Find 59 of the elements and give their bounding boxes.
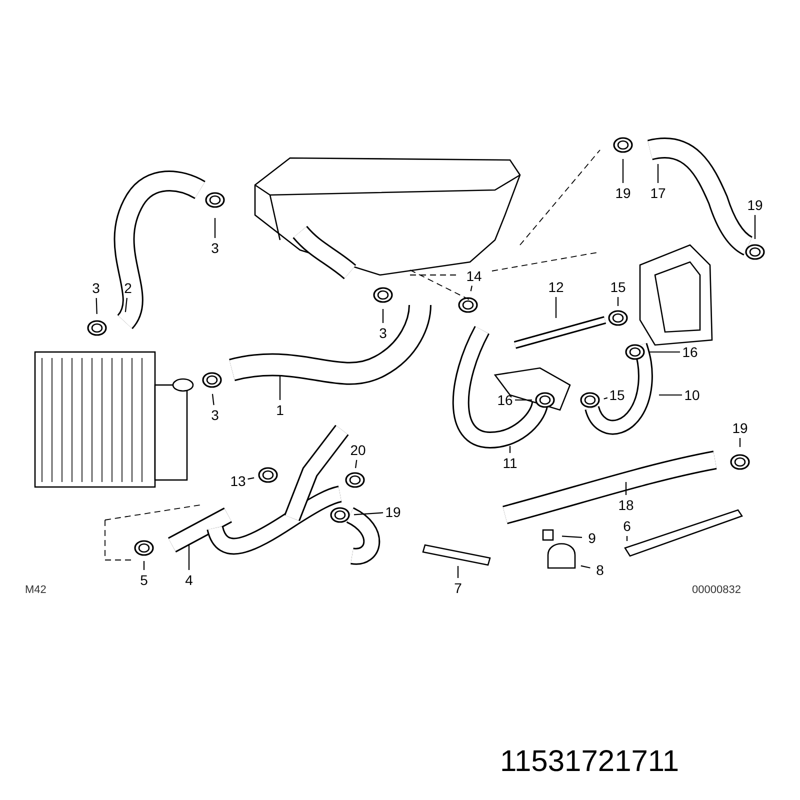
callout-number: 19 [731,420,749,436]
leader-line [457,566,459,578]
callout-number: 19 [384,504,402,520]
callout-number: 15 [609,279,627,295]
callout-number: 16 [681,344,699,360]
leader-line [659,394,682,396]
callout-number: 17 [649,185,667,201]
leader-line [515,399,532,401]
leader-line [604,397,608,400]
leader-line [649,351,680,353]
leader-line [214,218,216,238]
leader-line [96,298,98,314]
leader-line [622,159,624,183]
callout-number: 8 [595,562,605,578]
leader-line [248,477,254,480]
callout-number: 9 [587,530,597,546]
callout-number: 6 [622,518,632,534]
callout-number: 12 [547,279,565,295]
callout-number: 3 [91,280,101,296]
leader-line [382,309,384,323]
leader-line [580,565,590,568]
leader-line [555,297,557,318]
drawing-number: 00000832 [692,584,741,596]
callout-number: 18 [617,497,635,513]
callout-number: 15 [608,387,626,403]
drawing-code: M42 [25,584,46,596]
callout-number: 19 [746,197,764,213]
callout-number: 19 [614,185,632,201]
callout-number: 13 [229,473,247,489]
callout-number: 2 [123,280,133,296]
callout-number: 5 [139,572,149,588]
leader-line [188,544,190,570]
callout-number: 20 [349,442,367,458]
callout-number: 1 [275,402,285,418]
part-number: 11531721711 [500,745,680,779]
leader-line [279,376,281,400]
leader-line [509,446,511,453]
leader-line [124,298,128,312]
leader-line [355,460,358,468]
leader-line [657,164,659,183]
callout-number: 10 [683,387,701,403]
leader-line [562,536,582,538]
leader-line [739,438,741,447]
leader-line [212,394,214,406]
callout-number: 3 [378,325,388,341]
leader-line [354,512,384,516]
callout-number: 3 [210,240,220,256]
leader-line [143,561,145,570]
callout-number: 11 [502,455,518,471]
leader-line [754,215,756,239]
leader-line [626,536,628,541]
callout-number: 4 [184,572,194,588]
callout-number: 7 [453,580,463,596]
leader-line [625,482,627,495]
callout-number: 16 [496,392,514,408]
callout-number: 3 [210,407,220,423]
leader-line [470,286,472,292]
leader-line [617,297,619,306]
callout-number: 14 [465,268,483,284]
